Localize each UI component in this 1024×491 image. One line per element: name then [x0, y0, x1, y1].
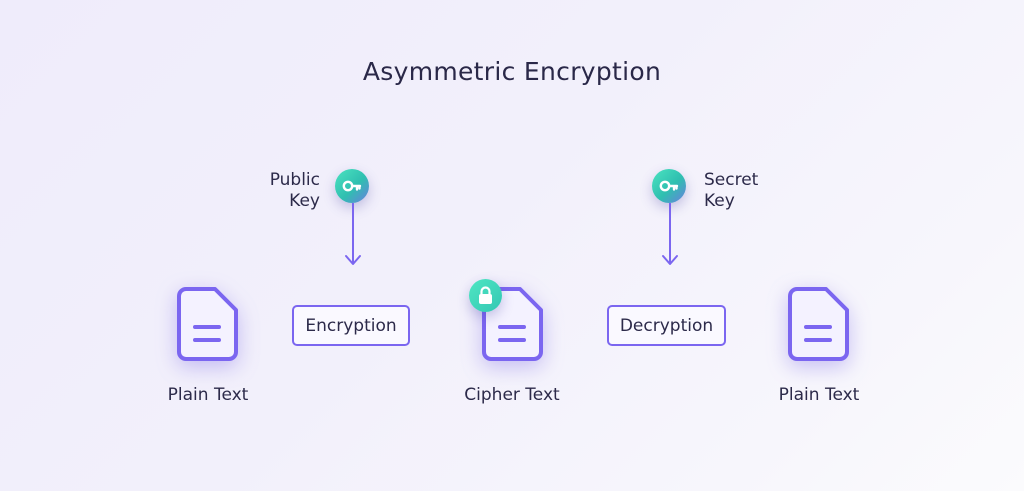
decryption-box: Decryption: [607, 305, 726, 346]
lock-icon: [479, 286, 492, 304]
public-key-arrow: [345, 203, 361, 265]
plain-text-label-left: Plain Text: [167, 385, 249, 405]
plain-text-document-icon-right: [788, 287, 849, 361]
secret-key-badge: [652, 169, 686, 203]
public-key-label-line1: Public: [269, 170, 320, 190]
diagram-title: Asymmetric Encryption: [362, 57, 662, 86]
key-icon: [342, 180, 362, 192]
public-key-label-line2: Key: [289, 191, 320, 211]
plain-text-document-icon: [177, 287, 238, 361]
cipher-text-label: Cipher Text: [464, 385, 560, 405]
secret-key-label-line1: Secret: [704, 170, 759, 190]
public-key-badge: [335, 169, 369, 203]
encryption-box: Encryption: [292, 305, 410, 346]
secret-key-arrow: [662, 203, 678, 265]
cipher-text-document-icon: [482, 287, 543, 361]
plain-text-label-right: Plain Text: [778, 385, 860, 405]
public-key-label: Public Key: [246, 170, 320, 212]
key-icon: [659, 180, 679, 192]
secret-key-label: Secret Key: [704, 170, 794, 212]
lock-badge: [469, 279, 502, 312]
secret-key-label-line2: Key: [704, 191, 735, 211]
